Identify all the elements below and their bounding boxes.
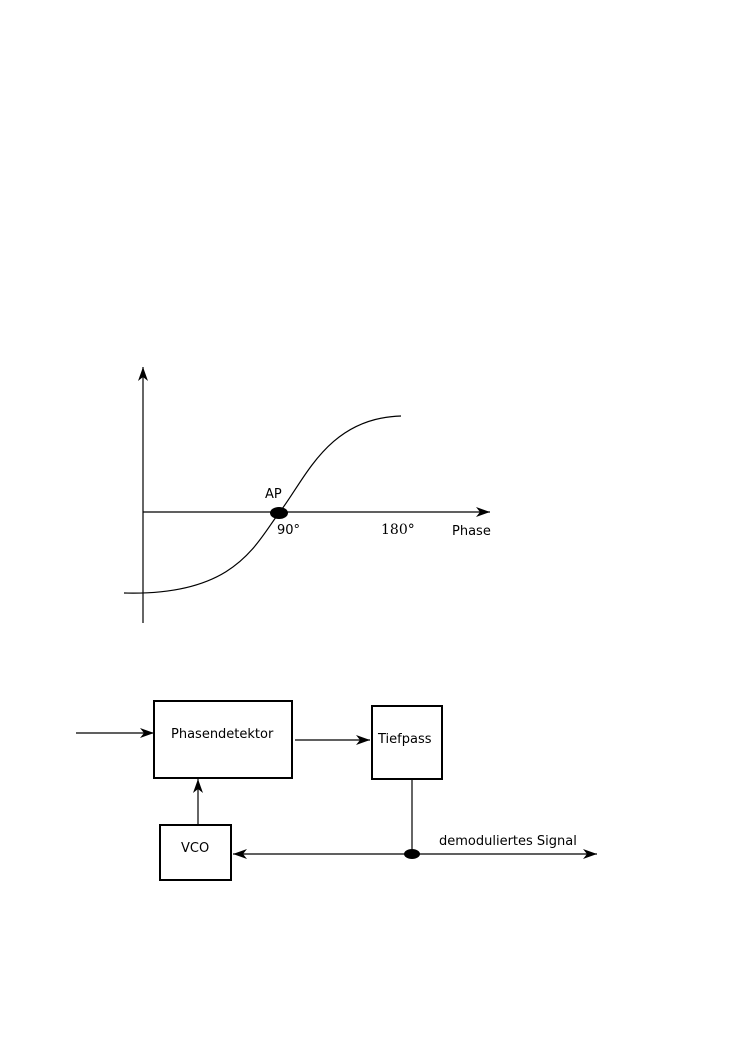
- output-label: demoduliertes Signal: [439, 834, 577, 849]
- operating-point-label: AP: [265, 487, 282, 502]
- vco-block: [159, 824, 232, 881]
- tick-180-label: 180°: [381, 522, 415, 538]
- lowpass-label: Tiefpass: [377, 732, 432, 747]
- phase-detector-block: [153, 700, 293, 779]
- vco-label: VCO: [181, 841, 209, 856]
- phase-detector-curve: [123, 415, 402, 594]
- tick-90-label: 90°: [277, 523, 300, 538]
- phase-detector-label: Phasendetektor: [171, 727, 274, 742]
- operating-point-marker: [270, 507, 288, 519]
- pll-block-diagram: Phasendetektor Tiefpass demoduliertes Si…: [76, 700, 597, 881]
- lowpass-block: [371, 705, 443, 780]
- x-axis-label: Phase: [452, 524, 491, 539]
- phase-characteristic-chart: AP 90° 180° Phase: [123, 367, 491, 623]
